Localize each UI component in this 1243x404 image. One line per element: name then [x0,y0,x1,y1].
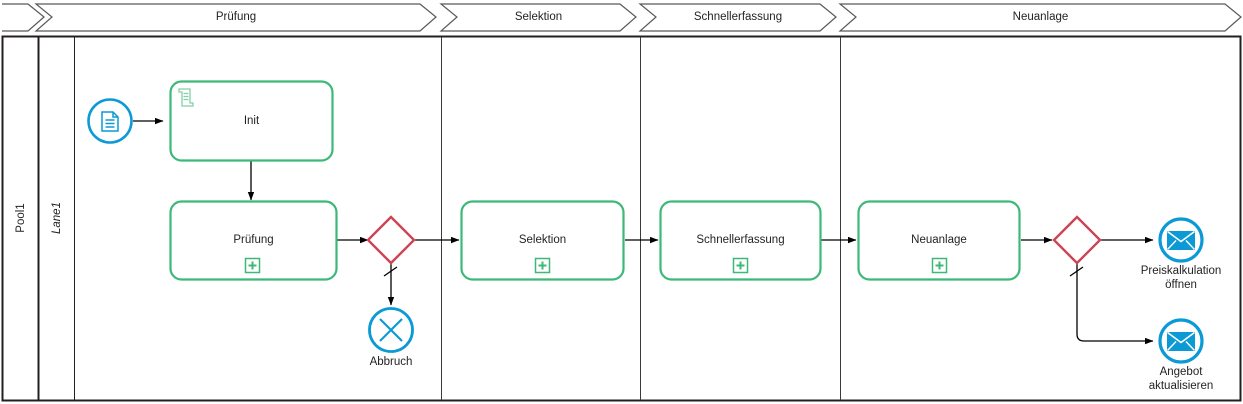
default-flow-slash-2 [1069,266,1084,277]
end-event-preiskalkulation[interactable] [1158,217,1204,263]
end-event-abbruch[interactable] [368,307,414,353]
phase-header-neuanlage[interactable] [838,3,1242,32]
envelope-icon [1166,331,1196,351]
task-init[interactable] [169,80,334,162]
subprocess-plus-icon [931,257,948,274]
document-icon [101,111,119,132]
task-selektion[interactable] [460,200,625,281]
default-flow-slash-1 [383,266,398,277]
flow-gateway-to-angebot [1076,263,1154,345]
task-schnellerfassung[interactable] [659,200,822,281]
envelope-icon [1166,230,1196,250]
gateway-neuanlage[interactable] [1052,215,1102,265]
subprocess-plus-icon [534,257,551,274]
sequence-flows [133,117,1154,345]
cross-icon [379,318,403,342]
end-event-angebot[interactable] [1158,318,1204,364]
subprocess-plus-icon [244,257,261,274]
gateway-pruefung[interactable] [366,215,416,265]
script-icon [178,88,194,107]
phase-dividers [441,37,841,400]
subprocess-plus-icon [732,257,749,274]
task-neuanlage[interactable] [857,200,1021,281]
start-event-message[interactable] [87,98,133,144]
task-pruefung[interactable] [169,200,338,281]
phase-header-schnellerfassung[interactable] [638,3,837,32]
phase-header-selektion[interactable] [439,3,637,32]
phase-header-pruefung[interactable] [2,3,437,32]
